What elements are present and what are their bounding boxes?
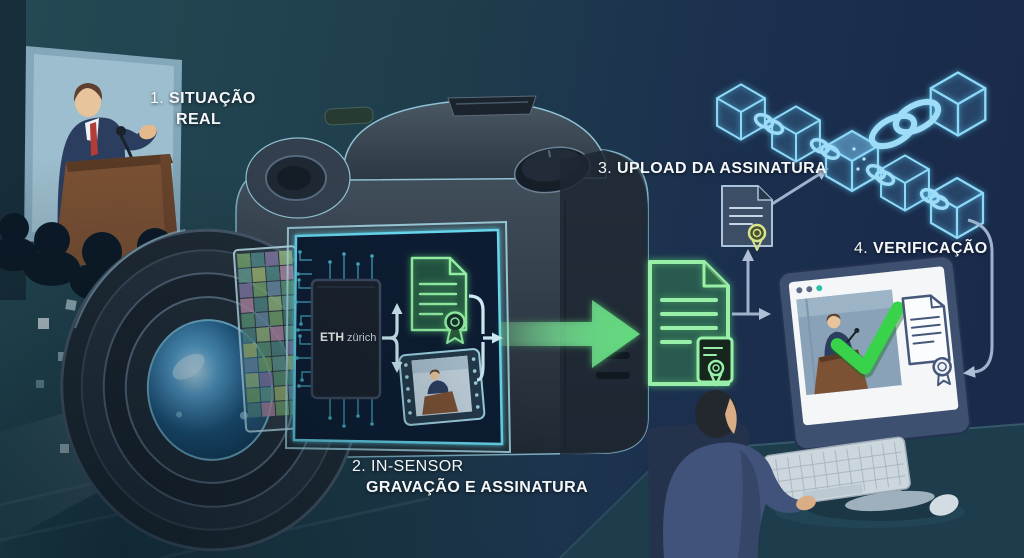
red-tie <box>90 122 98 156</box>
step3-text: UPLOAD DA ASSINATURA <box>617 160 828 177</box>
mouse-icon <box>929 494 959 516</box>
verified-document-icon <box>901 294 952 387</box>
step2-text-line1: IN-SENSOR <box>371 458 464 475</box>
blockchain-cube-icon <box>716 83 766 141</box>
step3-label: 3. UPLOAD DA ASSINATURA <box>598 160 827 178</box>
speaker-head <box>75 87 101 117</box>
window-dot-icon <box>806 286 813 293</box>
verification-video <box>796 289 902 396</box>
window-dot-icon <box>816 285 823 292</box>
chain-link-icon <box>753 98 950 211</box>
hot-shoe <box>447 95 537 117</box>
step1-text-line1: SITUAÇÃO <box>169 90 256 107</box>
step2-number: 2. <box>352 458 367 475</box>
desk-scene <box>559 255 1024 558</box>
step1-label: 1. SITUAÇÃO REAL <box>150 88 256 130</box>
blockchain <box>716 71 987 240</box>
step4-text: VERIFICAÇÃO <box>873 240 988 257</box>
top-lcd <box>324 106 374 126</box>
window-dot-icon <box>796 287 803 294</box>
connector-upload-to-blockchain <box>771 168 829 206</box>
step1-number: 1. <box>150 90 165 107</box>
step2-label: 2. IN-SENSOR GRAVAÇÃO E ASSINATURA <box>352 456 588 498</box>
step4-label: 4. VERIFICAÇÃO <box>854 240 988 258</box>
connector-blockchain-to-monitor <box>963 218 994 378</box>
step1-text-line2: REAL <box>176 111 222 128</box>
speaker-hand <box>139 124 157 140</box>
step3-number: 3. <box>598 160 613 177</box>
signed-document-seal <box>696 336 734 387</box>
upload-signature-icon <box>721 185 773 251</box>
step4-number: 4. <box>854 240 869 257</box>
keyboard-icon <box>763 436 911 508</box>
checkmark-icon <box>830 301 907 378</box>
signed-document-icon <box>648 260 734 387</box>
verifier-person <box>663 390 816 558</box>
flow-connectors <box>732 168 829 320</box>
monitor-base <box>845 490 935 512</box>
spacebar <box>802 484 863 501</box>
step2-text-line2: GRAVAÇÃO E ASSINATURA <box>366 479 589 496</box>
vignette <box>0 150 570 558</box>
person-head <box>695 390 737 438</box>
